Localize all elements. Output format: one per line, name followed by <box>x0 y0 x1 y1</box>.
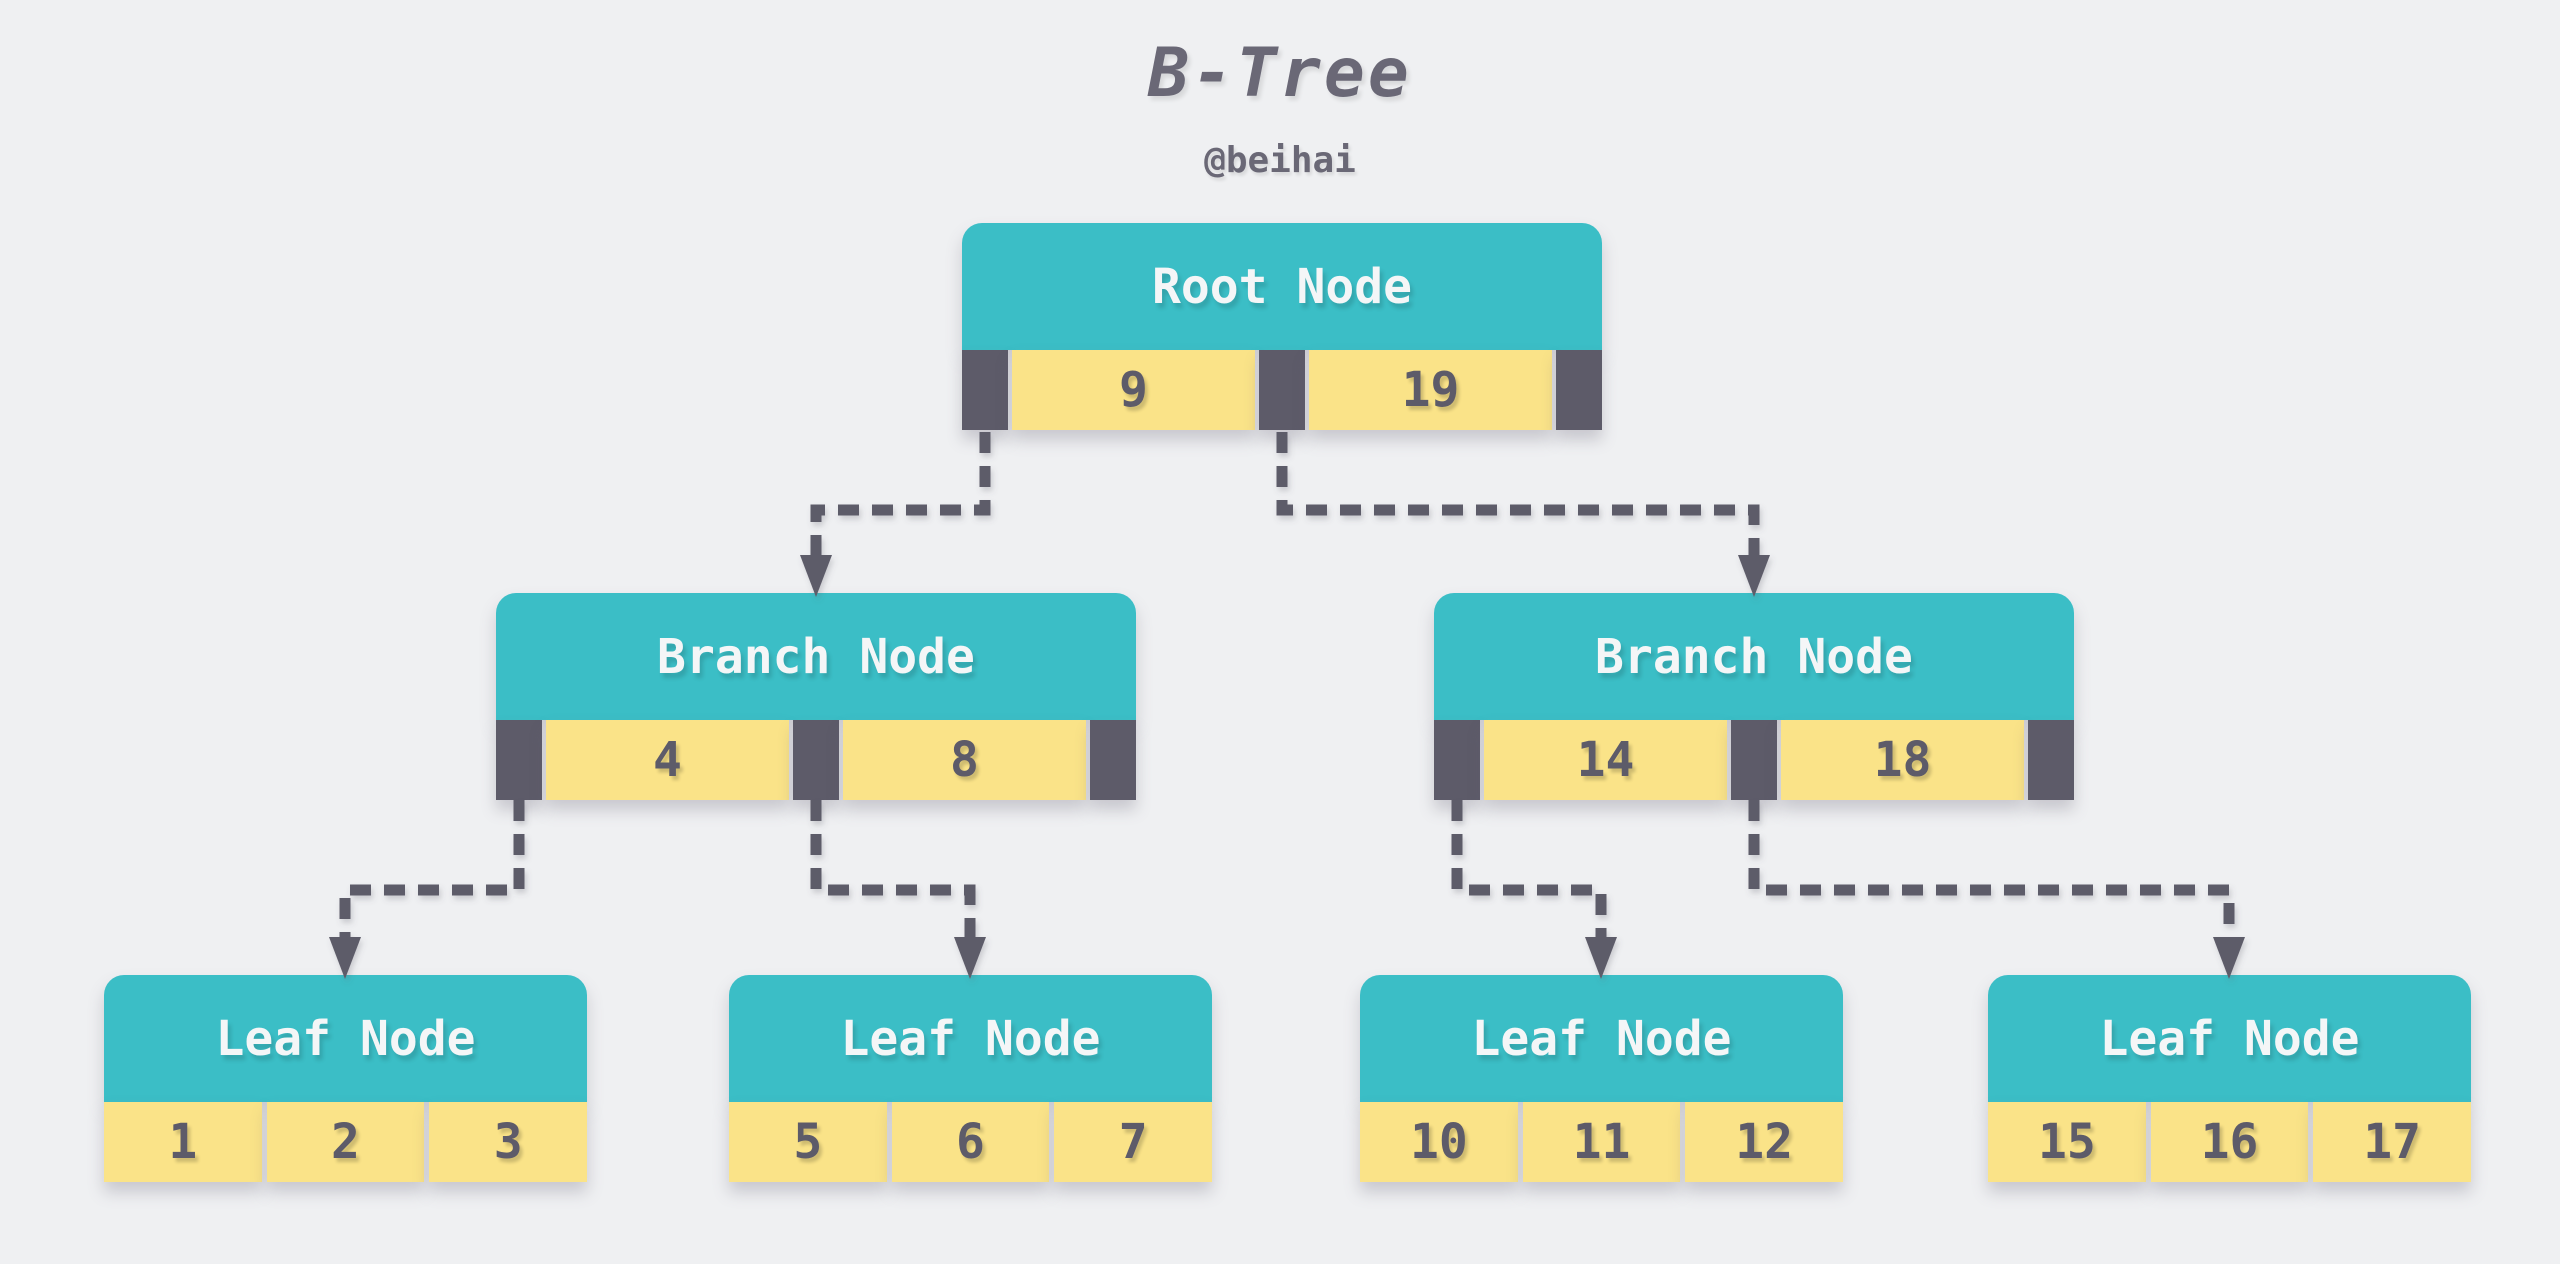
root-key-0: 9 <box>1012 350 1255 430</box>
root-key-1: 19 <box>1309 350 1552 430</box>
branch-left-key-0: 4 <box>546 720 789 800</box>
leaf-3-title: Leaf Node <box>1360 975 1843 1102</box>
leaf-4-key-2: 17 <box>2313 1102 2472 1182</box>
branch-left-pointer-1 <box>793 720 839 800</box>
branch-left-pointer-2 <box>1090 720 1136 800</box>
root-pointer-1 <box>1259 350 1305 430</box>
leaf-3-key-row: 10 11 12 <box>1360 1102 1844 1182</box>
leaf-2-key-2: 7 <box>1054 1102 1213 1182</box>
connector-root-to-branch-left <box>810 432 991 556</box>
root-node-title: Root Node <box>962 223 1602 350</box>
branch-right-pointer-0 <box>1434 720 1480 800</box>
leaf-node-2: Leaf Node 5 6 7 <box>729 975 1213 1182</box>
leaf-node-4: Leaf Node 15 16 17 <box>1988 975 2472 1182</box>
branch-left-key-1: 8 <box>843 720 1086 800</box>
leaf-4-title: Leaf Node <box>1988 975 2471 1102</box>
branch-left-title: Branch Node <box>496 593 1136 720</box>
leaf-2-key-1: 6 <box>891 1102 1050 1182</box>
leaf-1-key-1: 2 <box>266 1102 425 1182</box>
connector-branch-left-to-leaf-1 <box>339 800 525 938</box>
branch-right-key-0: 14 <box>1484 720 1727 800</box>
leaf-3-key-0: 10 <box>1360 1102 1518 1182</box>
branch-right-pointer-1 <box>1731 720 1777 800</box>
branch-right-key-row: 14 18 <box>1434 720 2074 800</box>
leaf-1-key-0: 1 <box>104 1102 262 1182</box>
leaf-node-3: Leaf Node 10 11 12 <box>1360 975 1844 1182</box>
leaf-1-key-row: 1 2 3 <box>104 1102 588 1182</box>
leaf-3-key-2: 12 <box>1685 1102 1844 1182</box>
diagram-title: B-Tree <box>1148 34 1412 113</box>
root-node: Root Node 9 19 <box>962 223 1602 430</box>
diagram-author: @beihai <box>1204 140 1356 181</box>
arrowhead-branch-right-icon <box>1738 555 1770 597</box>
branch-right-key-1: 18 <box>1781 720 2024 800</box>
connector-root-to-branch-right <box>1276 432 1760 556</box>
branch-left-key-row: 4 8 <box>496 720 1136 800</box>
leaf-1-title: Leaf Node <box>104 975 587 1102</box>
connector-branch-left-to-leaf-2 <box>810 800 976 938</box>
branch-right-title: Branch Node <box>1434 593 2074 720</box>
leaf-2-key-0: 5 <box>729 1102 887 1182</box>
arrowhead-leaf-1-icon <box>329 937 361 979</box>
branch-node-right: Branch Node 14 18 <box>1434 593 2074 800</box>
leaf-2-key-row: 5 6 7 <box>729 1102 1213 1182</box>
branch-right-pointer-2 <box>2028 720 2074 800</box>
arrowhead-leaf-2-icon <box>954 937 986 979</box>
root-pointer-0 <box>962 350 1008 430</box>
leaf-node-1: Leaf Node 1 2 3 <box>104 975 588 1182</box>
root-pointer-2 <box>1556 350 1602 430</box>
leaf-4-key-1: 16 <box>2150 1102 2309 1182</box>
arrowhead-branch-left-icon <box>800 555 832 597</box>
branch-left-pointer-0 <box>496 720 542 800</box>
leaf-3-key-1: 11 <box>1522 1102 1681 1182</box>
arrowhead-leaf-3-icon <box>1585 937 1617 979</box>
root-node-key-row: 9 19 <box>962 350 1602 430</box>
leaf-1-key-2: 3 <box>429 1102 588 1182</box>
leaf-4-key-0: 15 <box>1988 1102 2146 1182</box>
arrowhead-leaf-4-icon <box>2213 937 2245 979</box>
leaf-4-key-row: 15 16 17 <box>1988 1102 2472 1182</box>
leaf-2-title: Leaf Node <box>729 975 1212 1102</box>
connector-branch-right-to-leaf-4 <box>1748 800 2235 938</box>
connector-branch-right-to-leaf-3 <box>1451 800 1607 938</box>
branch-node-left: Branch Node 4 8 <box>496 593 1136 800</box>
